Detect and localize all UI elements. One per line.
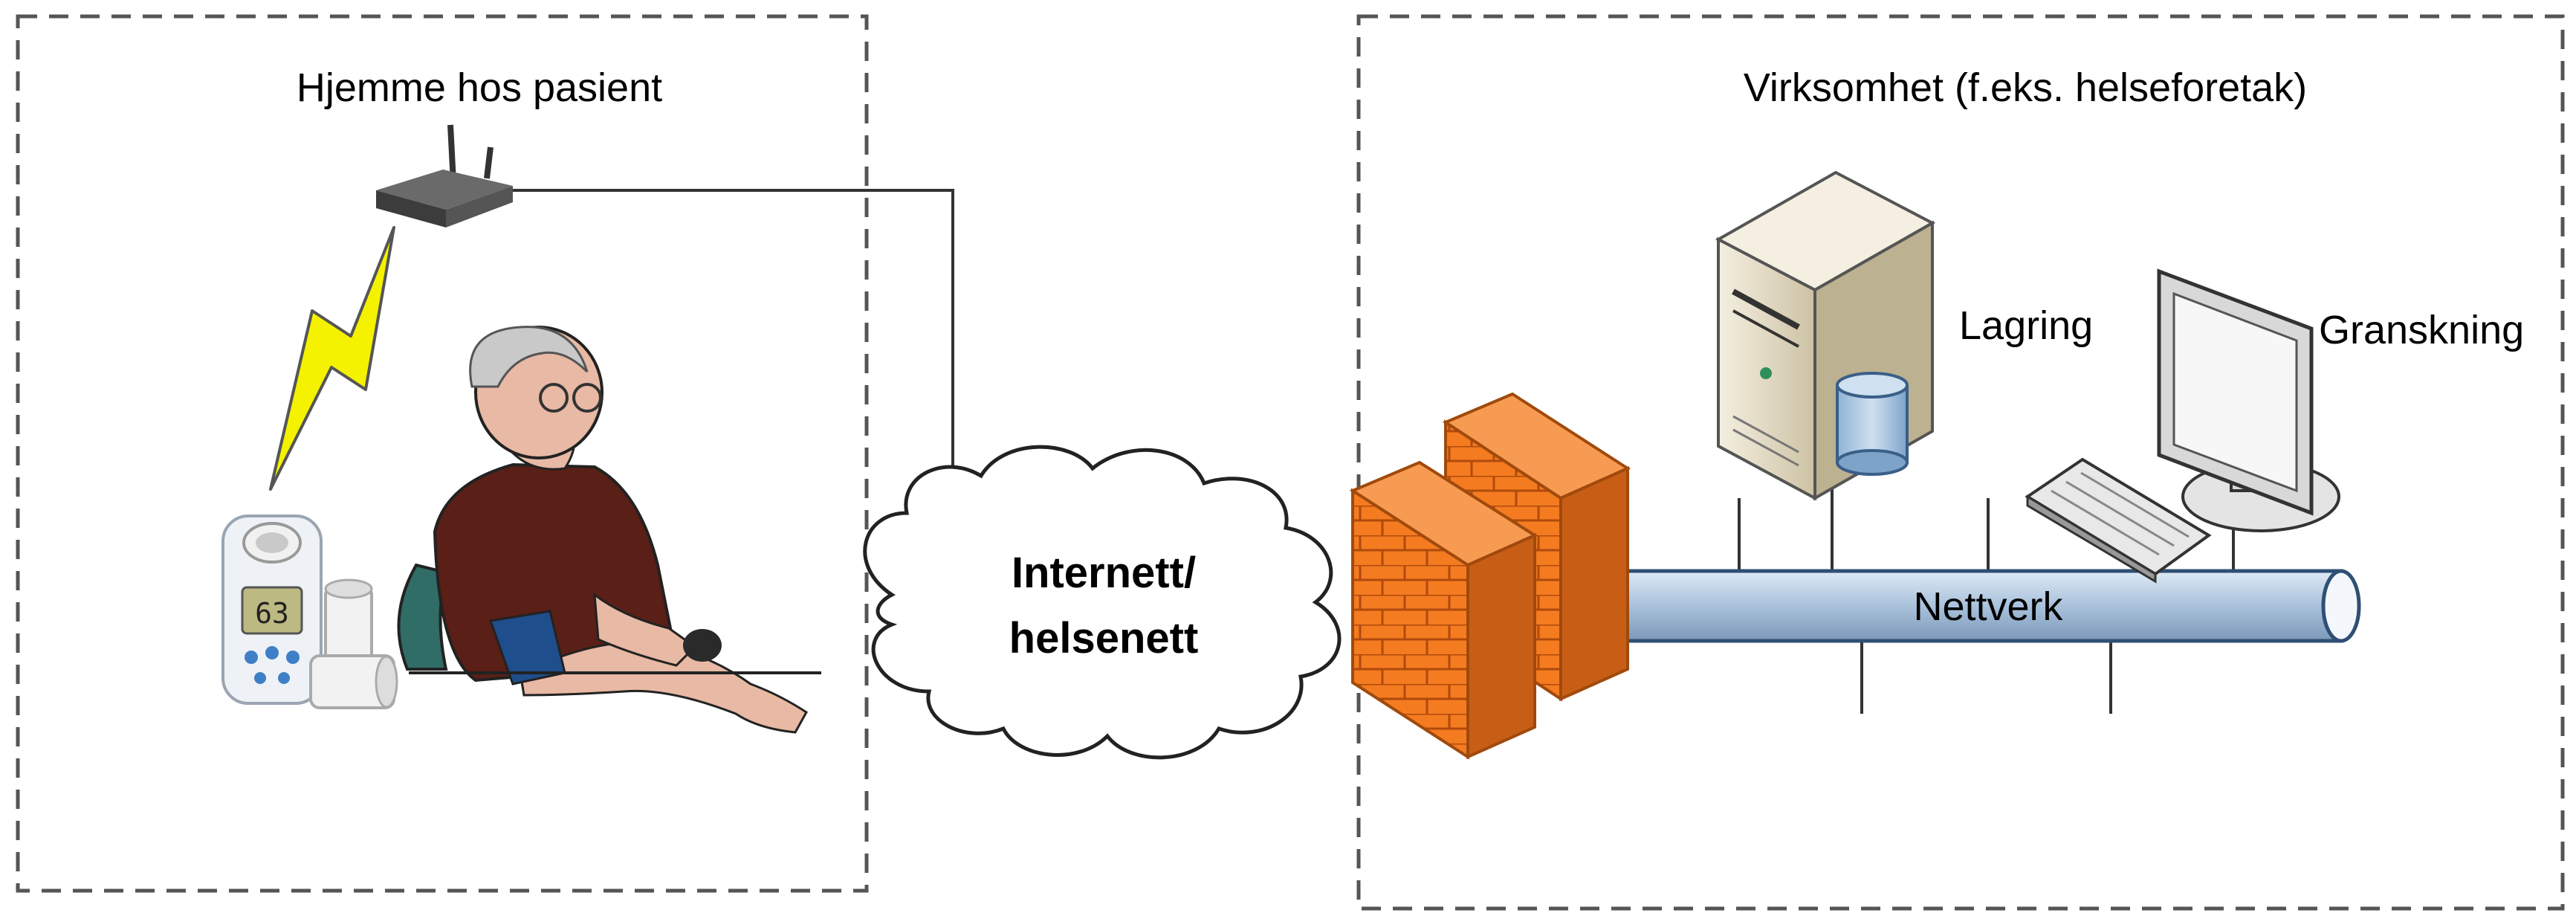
monitor-icon bbox=[2157, 268, 2340, 532]
cloud-label-line1: Internett/ bbox=[1012, 549, 1196, 597]
review-label: Granskning bbox=[2319, 308, 2524, 352]
network-label: Nettverk bbox=[1913, 584, 2063, 629]
enterprise-region-label: Virksomhet (f.eks. helseforetak) bbox=[1744, 65, 2307, 110]
database-icon bbox=[1836, 372, 1909, 476]
home-region-box bbox=[16, 14, 869, 893]
enterprise-region-box bbox=[1356, 14, 2565, 911]
patient-icon bbox=[397, 326, 821, 734]
firewall-icon bbox=[1349, 392, 1631, 760]
router-icon bbox=[376, 124, 513, 228]
cloud-label-line2: helsenett bbox=[1009, 614, 1199, 662]
network-pipe bbox=[1603, 387, 2361, 714]
lightning-icon bbox=[269, 226, 395, 491]
storage-label: Lagring bbox=[1959, 303, 2093, 348]
spirometer-icon: 63 bbox=[221, 514, 398, 709]
home-region-label: Hjemme hos pasient bbox=[297, 65, 662, 110]
router-cloud-line bbox=[513, 189, 954, 483]
cloud-icon bbox=[863, 445, 1342, 760]
keyboard-icon bbox=[2025, 457, 2212, 584]
spirometer-display: 63 bbox=[255, 597, 289, 630]
